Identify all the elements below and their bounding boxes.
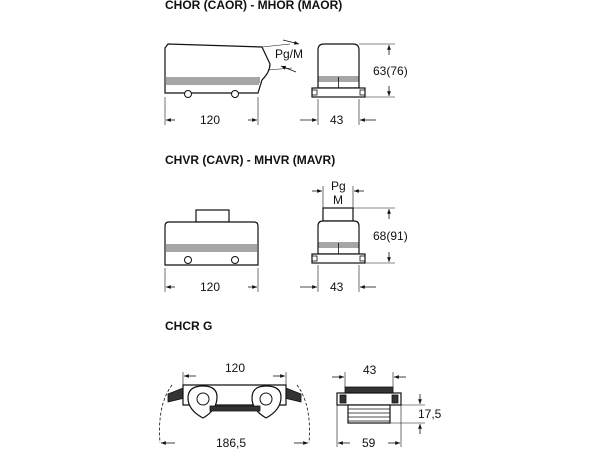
section-2-width-label: 120 xyxy=(200,280,220,294)
section-3-depth-top-label: 43 xyxy=(363,363,377,377)
section-1-thread-label: Pg/M xyxy=(275,47,303,61)
section-1-depth-label: 43 xyxy=(330,113,344,127)
section-3-inner-width-dimension xyxy=(182,372,287,385)
section-3-front-view xyxy=(159,384,310,444)
section-2-thread-top-label: Pg xyxy=(331,179,346,193)
section-1-width-dimension xyxy=(164,97,259,125)
section-2-depth-dimension xyxy=(300,265,376,292)
section-1-width-label: 120 xyxy=(200,113,220,127)
section-3-depth-top-dimension xyxy=(332,372,406,387)
section-3-depth-bottom-label: 59 xyxy=(362,436,376,450)
section-1-height-label: 63(76) xyxy=(373,64,408,78)
section-3-height-label: 17,5 xyxy=(418,407,442,421)
section-2-thread-bottom-label: M xyxy=(333,193,343,207)
section-2-title: CHVR (CAVR) - MHVR (MAVR) xyxy=(165,153,335,167)
section-3-side-view xyxy=(336,386,402,424)
section-3-depth-bottom-dimension xyxy=(336,405,402,447)
section-3-title: CHCR G xyxy=(165,319,212,333)
section-3-inner-width-label: 120 xyxy=(225,361,245,375)
section-1-title: CHOR (CAOR) - MHOR (MAOR) xyxy=(165,0,342,12)
section-1-height-dimension xyxy=(359,43,395,98)
section-3-outer-width-label: 186,5 xyxy=(216,436,246,450)
section-3-height-dimension xyxy=(390,394,425,434)
section-2-side-view xyxy=(311,186,366,264)
section-1-front-view xyxy=(164,39,300,98)
section-2-height-label: 68(91) xyxy=(373,229,408,243)
section-2-front-view xyxy=(164,209,259,266)
section-2-height-dimension xyxy=(353,207,395,264)
section-1-depth-dimension xyxy=(300,99,376,125)
section-2-depth-label: 43 xyxy=(330,280,344,294)
section-2-width-dimension xyxy=(164,268,259,292)
section-1-side-view xyxy=(311,43,366,98)
